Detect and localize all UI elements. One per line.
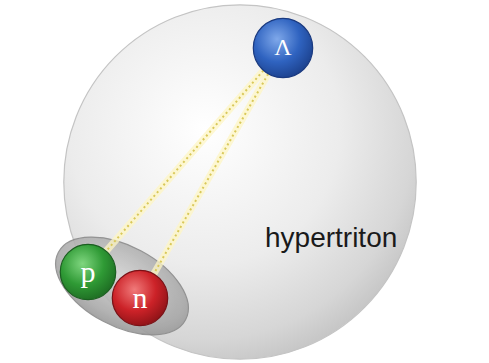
nucleus-name: hypertriton	[265, 222, 397, 254]
particle-symbol: Λ	[274, 34, 291, 62]
neutron-particle: n	[112, 270, 168, 326]
dotted-connector	[106, 71, 263, 251]
dotted-connector	[154, 74, 268, 274]
node-outline-shape	[60, 244, 115, 299]
interaction-link	[106, 71, 263, 251]
particle-symbol: n	[133, 281, 148, 316]
interaction-link	[154, 74, 268, 274]
connector-glow	[154, 74, 268, 274]
node-outline-shape	[112, 270, 167, 325]
proton-particle: p	[60, 244, 116, 300]
node-outline-shape	[253, 18, 312, 77]
lambda-particle: Λ	[253, 18, 313, 78]
particle-symbol: p	[81, 255, 96, 290]
node-outline-shape	[64, 5, 416, 359]
connector-glow	[106, 71, 263, 251]
hypernucleus-sphere: hypertriton Λp n	[62, 3, 418, 361]
